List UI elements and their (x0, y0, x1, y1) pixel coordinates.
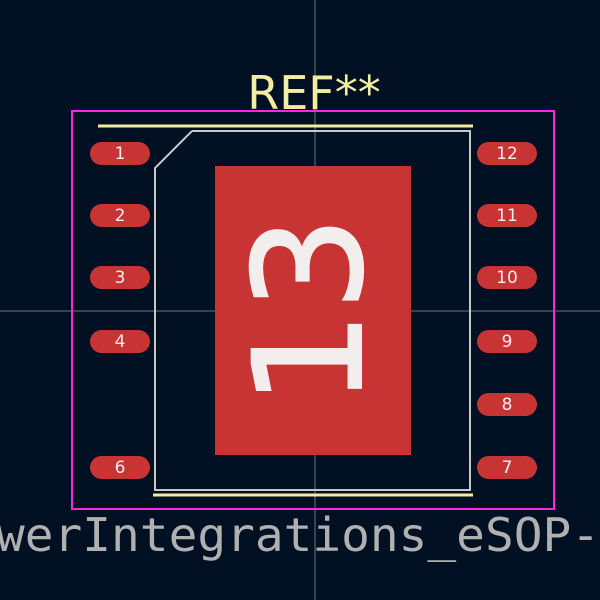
fabrication-body-outline (154, 130, 471, 491)
pad-3[interactable]: 3 (90, 266, 150, 289)
pad-label: 3 (115, 268, 126, 288)
value-text: werIntegrations_eSOP- (0, 508, 600, 562)
pad-10[interactable]: 10 (477, 266, 537, 289)
pad-8[interactable]: 8 (477, 393, 537, 416)
pad-label: 12 (496, 144, 518, 164)
pad-label: 4 (115, 332, 126, 352)
exposed-pad-label: 13 (223, 216, 397, 407)
exposed-pad[interactable] (215, 166, 411, 455)
pad-9[interactable]: 9 (477, 330, 537, 353)
pad-label: 6 (115, 458, 126, 478)
pad-label: 10 (496, 268, 518, 288)
pad-11[interactable]: 11 (477, 204, 537, 227)
pad-label: 9 (502, 332, 513, 352)
pad-7[interactable]: 7 (477, 456, 537, 479)
courtyard-outline (71, 110, 555, 510)
pad-label: 8 (502, 395, 513, 415)
pad-label: 7 (502, 458, 513, 478)
reference-designator: REF** (247, 66, 381, 120)
pad-label: 11 (496, 206, 518, 226)
pad-12[interactable]: 12 (477, 142, 537, 165)
pad-2[interactable]: 2 (90, 204, 150, 227)
pad-label: 2 (115, 206, 126, 226)
pad-1[interactable]: 1 (90, 142, 150, 165)
pad-label: 1 (115, 144, 126, 164)
pad-4[interactable]: 4 (90, 330, 150, 353)
pad-6[interactable]: 6 (90, 456, 150, 479)
